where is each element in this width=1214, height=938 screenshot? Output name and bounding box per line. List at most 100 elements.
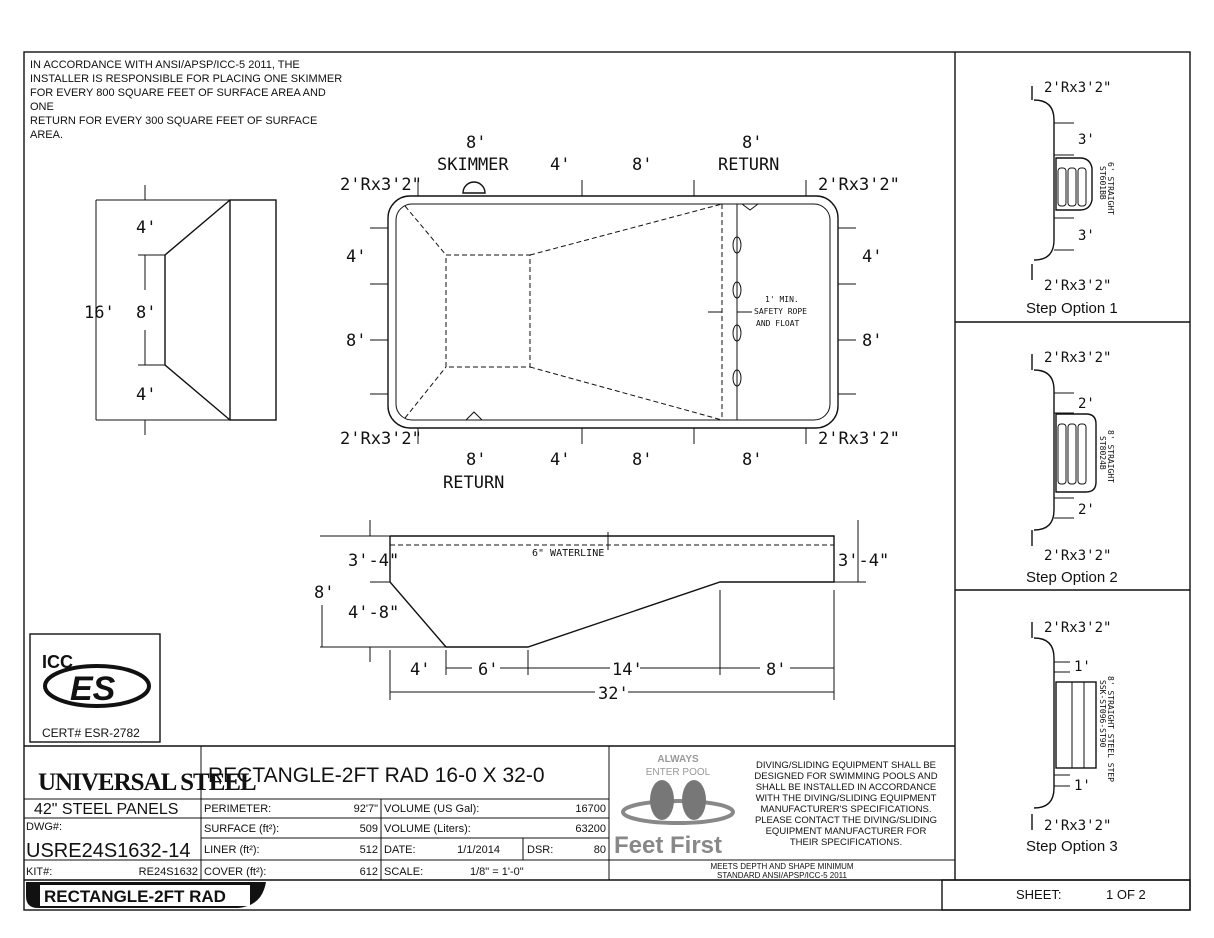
note-line: IN ACCORDANCE WITH ANSI/APSP/ICC-5 2011,…: [30, 59, 300, 71]
corner-label: 2'Rx3'2": [1044, 80, 1111, 96]
cert-number: CERT# ESR-2782: [42, 726, 140, 740]
end-dim: 4': [136, 218, 156, 238]
notice-line: PLEASE CONTACT THE DIVING/SLIDING: [755, 815, 937, 826]
logo-text: Feet First: [614, 832, 722, 859]
step-option-1: 2'Rx3'2" 3' 3' 2'Rx3'2" 6' STRAIGHT ST60…: [1026, 80, 1118, 317]
step-option-label: Step Option 3: [1026, 838, 1118, 855]
step-option-label: Step Option 1: [1026, 300, 1118, 317]
field-label: DSR:: [527, 844, 553, 856]
logo-text: ALWAYS: [657, 754, 699, 765]
notice-line: THEIR SPECIFICATIONS.: [790, 837, 902, 848]
step-model: 8' STRAIGHT STEEL STEP: [1106, 676, 1115, 782]
dim-label: 4'-8": [348, 603, 399, 623]
dim-label: 2': [1078, 502, 1095, 518]
dim-label: 4': [410, 660, 430, 680]
note-line: FOR EVERY 800 SQUARE FEET OF SURFACE ARE…: [30, 87, 326, 113]
corner-label: 2'Rx3'2": [1044, 818, 1111, 834]
kit-label: KIT#:: [26, 866, 52, 878]
sheet-number: 1 OF 2: [1106, 887, 1146, 902]
corner-label: 2'Rx3'2": [818, 429, 900, 449]
dim-label: 6': [478, 660, 498, 680]
sheet-label: SHEET:: [1016, 887, 1062, 902]
step-model: SSK-ST096-ST90: [1098, 680, 1107, 748]
dim-label: 14': [612, 660, 643, 680]
field-label: SCALE:: [384, 866, 423, 878]
field-value: 509: [360, 823, 378, 835]
field-value: 92'7": [354, 803, 378, 815]
notice-line: SHALL BE INSTALLED IN ACCORDANCE: [756, 782, 937, 793]
field-value: 1/8" = 1'-0": [470, 866, 524, 878]
notice-line: EQUIPMENT MANUFACTURER FOR: [766, 826, 927, 837]
panel-type: 42" STEEL PANELS: [34, 801, 178, 818]
ansi-note: IN ACCORDANCE WITH ANSI/APSP/ICC-5 2011,…: [30, 58, 350, 142]
step-model: 6' STRAIGHT: [1106, 162, 1115, 215]
safety-note: SAFETY ROPE: [754, 307, 807, 316]
step-model: ST601BB: [1098, 166, 1107, 200]
dim-label: 8': [742, 450, 762, 470]
end-view: 16' 4' 8' 4': [84, 185, 277, 435]
corner-label: 2'Rx3'2": [818, 175, 900, 195]
dim-label: 1': [1074, 659, 1091, 675]
dim-label: 4': [346, 247, 366, 267]
dim-label: 8': [766, 660, 786, 680]
feet-first-logo: ALWAYS ENTER POOL Feet First: [614, 754, 735, 859]
sheet-border: [23, 51, 1191, 911]
field-value: 512: [360, 844, 378, 856]
dim-label: 32': [598, 684, 629, 704]
dim-label: 4': [550, 155, 570, 175]
es-logo-icon: [43, 664, 151, 708]
return-label: RETURN: [443, 473, 504, 493]
skimmer-label: SKIMMER: [437, 155, 509, 175]
safety-note: AND FLOAT: [756, 319, 800, 328]
dim-label: 8': [466, 450, 486, 470]
corner-label: 2'Rx3'2": [1044, 278, 1111, 294]
end-dim: 4': [136, 385, 156, 405]
return-icon: [741, 203, 759, 211]
section-view: 6" WATERLINE 3'-4" 3'-4" 8' 4'-8" 4' 6' …: [314, 520, 889, 704]
dim-label: 8': [466, 133, 486, 153]
dwg-label: DWG#:: [26, 821, 62, 833]
corner-label: 2'Rx3'2": [1044, 350, 1111, 366]
field-value: 16700: [575, 803, 606, 815]
step-model: 8' STRAIGHT: [1106, 430, 1115, 483]
dim-label: 4': [550, 450, 570, 470]
dim-label: 8': [314, 583, 334, 603]
logo-text: ENTER POOL: [646, 767, 711, 778]
dim-label: 8': [632, 450, 652, 470]
notice-line: MANUFACTURER'S SPECIFICATIONS.: [760, 804, 931, 815]
field-value: 63200: [575, 823, 606, 835]
standard-note: MEETS DEPTH AND SHAPE MINIMUM: [710, 862, 853, 871]
standard-note: STANDARD ANSI/APSP/ICC-5 2011: [717, 871, 848, 880]
dim-label: 8': [742, 133, 762, 153]
corner-label: 2'Rx3'2": [1044, 548, 1111, 564]
dim-label: 2': [1078, 396, 1095, 412]
notice-line: WITH THE DIVING/SLIDING EQUIPMENT: [756, 793, 937, 804]
diving-notice: DIVING/SLIDING EQUIPMENT SHALL BE DESIGN…: [754, 760, 937, 848]
field-value: 612: [360, 866, 378, 878]
footprint-icon: [682, 780, 706, 820]
dim-label: 8': [346, 331, 366, 351]
field-value: 80: [594, 844, 606, 856]
brand-logo: UNIVERSAL STEEL: [38, 769, 256, 796]
corner-label: 2'Rx3'2": [1044, 620, 1111, 636]
dim-label: 8': [862, 331, 882, 351]
field-label: VOLUME (US Gal):: [384, 803, 479, 815]
note-line: INSTALLER IS RESPONSIBLE FOR PLACING ONE…: [30, 73, 343, 85]
return-label: RETURN: [718, 155, 779, 175]
field-label: VOLUME (Liters):: [384, 823, 471, 835]
dim-label: 3'-4": [838, 551, 889, 571]
notice-line: DESIGNED FOR SWIMMING POOLS AND: [754, 771, 937, 782]
end-total-dim: 16': [84, 303, 115, 323]
notice-line: DIVING/SLIDING EQUIPMENT SHALL BE: [756, 760, 936, 771]
field-label: LINER (ft²):: [204, 844, 260, 856]
field-value: 1/1/2014: [457, 844, 500, 856]
end-dim: 8': [136, 303, 156, 323]
dwg-number: USRE24S1632-14: [26, 840, 191, 862]
field-label: PERIMETER:: [204, 803, 271, 815]
field-label: COVER (ft²):: [204, 866, 266, 878]
return-icon: [465, 411, 483, 421]
dim-label: 8': [632, 155, 652, 175]
dim-label: 3'-4": [348, 551, 399, 571]
title-block: UNIVERSAL STEEL RECTANGLE-2FT RAD 16-0 X…: [24, 745, 1191, 911]
